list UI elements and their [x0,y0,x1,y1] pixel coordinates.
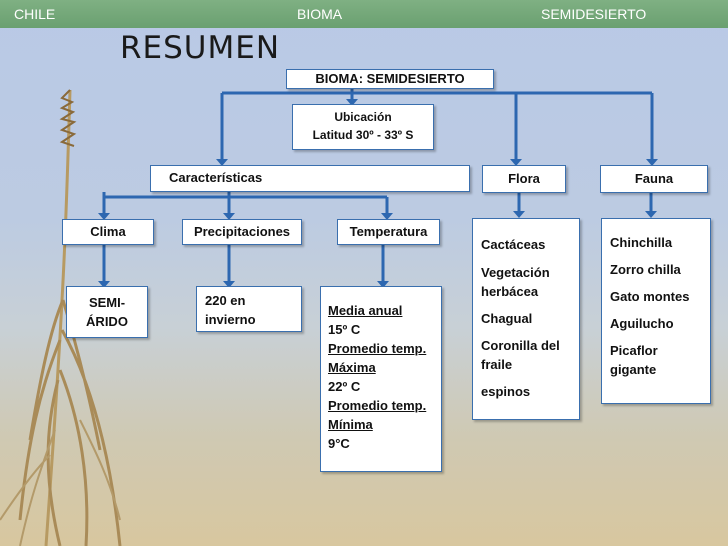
temp-line-5: 22º C [328,379,361,394]
precipitation-value-line2: invierno [205,312,256,327]
temperature-box: Temperatura [337,219,440,245]
flora-item: Cactáceas [481,237,546,252]
flora-label: Flora [508,171,540,186]
header-bar: CHILE BIOMA SEMIDESIERTO [0,0,728,28]
precipitation-value-line1: 220 en [205,293,246,308]
fauna-item: Gato montes [610,289,690,304]
temp-line-1: Media anual [328,303,403,318]
precipitation-box: Precipitaciones [182,219,302,245]
temp-line-3: Promedio temp. [328,341,427,356]
temp-line-6: Promedio temp. [328,398,427,413]
header-right: SEMIDESIERTO [541,6,647,22]
fauna-label: Fauna [634,171,674,186]
climate-label: Clima [90,224,126,239]
temperature-value-box: Media anual 15º C Promedio temp. Máxima … [320,286,442,472]
location-line2: Latitud 30º - 33º S [312,128,414,142]
characteristics-label: Características [169,170,263,185]
characteristics-box: Características [150,165,470,192]
flora-item: Vegetación herbácea [481,265,550,299]
fauna-list-box: Chinchilla Zorro chilla Gato montes Agui… [601,218,711,404]
temp-line-7: Mínima [328,417,373,432]
fauna-item: Picaflor gigante [610,343,658,377]
root-label: BIOMA: SEMIDESIERTO [315,71,465,86]
temperature-label: Temperatura [349,224,428,239]
page-title: RESUMEN [120,30,281,66]
flora-item: Coronilla del fraile [481,338,560,372]
climate-box: Clima [62,219,154,245]
climate-value-line2: ÁRIDO [86,314,128,329]
temp-line-4: Máxima [328,360,376,375]
precipitation-value-box: 220 en invierno [196,286,302,332]
location-box: Ubicación Latitud 30º - 33º S [292,104,434,150]
climate-value-line1: SEMI- [88,295,126,310]
fauna-box: Fauna [600,165,708,193]
fauna-item: Zorro chilla [610,262,681,277]
climate-value-box: SEMI- ÁRIDO [66,286,148,338]
header-left: CHILE [14,6,56,22]
temp-line-8: 9°C [328,436,350,451]
fauna-item: Aguilucho [610,316,674,331]
flora-list-box: Cactáceas Vegetación herbácea Chagual Co… [472,218,580,420]
flora-box: Flora [482,165,566,193]
fauna-item: Chinchilla [610,235,673,250]
precipitation-label: Precipitaciones [193,224,291,239]
root-box: BIOMA: SEMIDESIERTO [286,69,494,89]
location-line1: Ubicación [334,110,392,124]
flora-item: Chagual [481,311,533,326]
flora-item: espinos [481,384,531,399]
temp-line-2: 15º C [328,322,361,337]
header-center: BIOMA [297,6,343,22]
